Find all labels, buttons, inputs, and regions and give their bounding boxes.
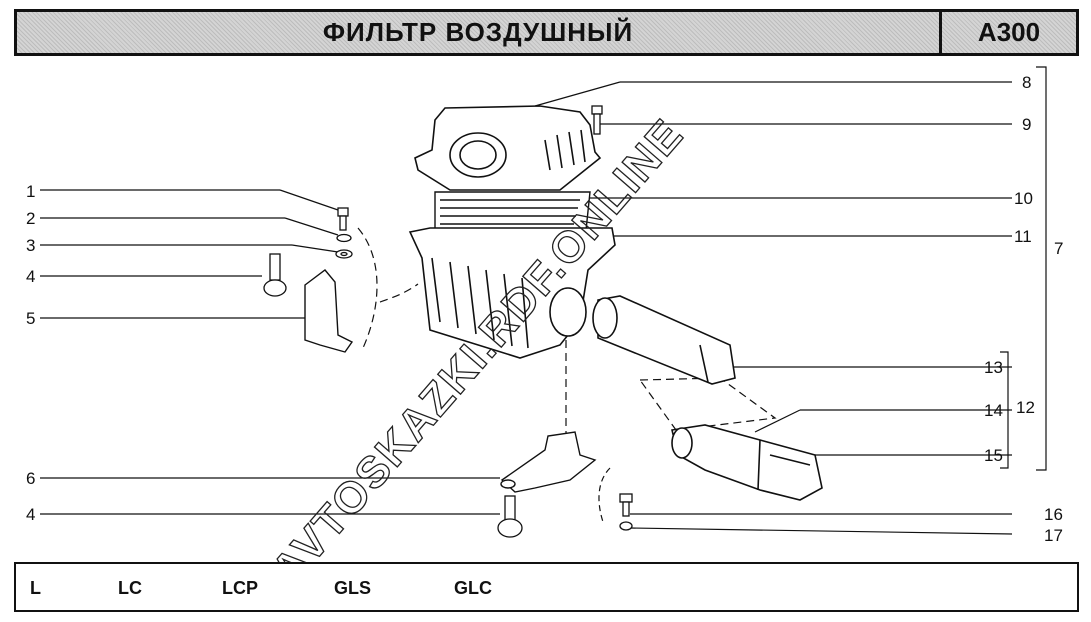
callout-16: 16	[1044, 505, 1063, 524]
callout-5: 5	[26, 309, 35, 328]
variants-bar: L LC LCP GLS GLC	[14, 562, 1079, 612]
callout-12: 12	[1016, 398, 1035, 417]
callout-14: 14	[984, 401, 1003, 420]
callout-15: 15	[984, 446, 1003, 465]
callout-7: 7	[1054, 239, 1063, 258]
callout-4-lower: 4	[26, 505, 35, 524]
variant-lc: LC	[118, 578, 142, 598]
variant-l: L	[30, 578, 41, 598]
callout-4-upper: 4	[26, 267, 35, 286]
callout-9: 9	[1022, 115, 1031, 134]
header-bar: ФИЛЬТР ВОЗДУШНЫЙ A300	[14, 9, 1079, 56]
variant-gls: GLS	[334, 578, 372, 598]
callout-13: 13	[984, 358, 1003, 377]
callout-6: 6	[26, 469, 35, 488]
callout-17: 17	[1044, 526, 1063, 545]
variant-glc: GLC	[454, 578, 492, 598]
callout-8: 8	[1022, 73, 1031, 92]
page-title: ФИЛЬТР ВОЗДУШНЫЙ	[17, 12, 942, 53]
callout-3: 3	[26, 236, 35, 255]
section-code: A300	[977, 17, 1041, 47]
callout-11: 11	[1014, 227, 1032, 246]
callout-1: 1	[26, 182, 35, 201]
callout-2: 2	[26, 209, 35, 228]
callout-10: 10	[1014, 189, 1033, 208]
variant-lcp: LCP	[222, 578, 258, 598]
